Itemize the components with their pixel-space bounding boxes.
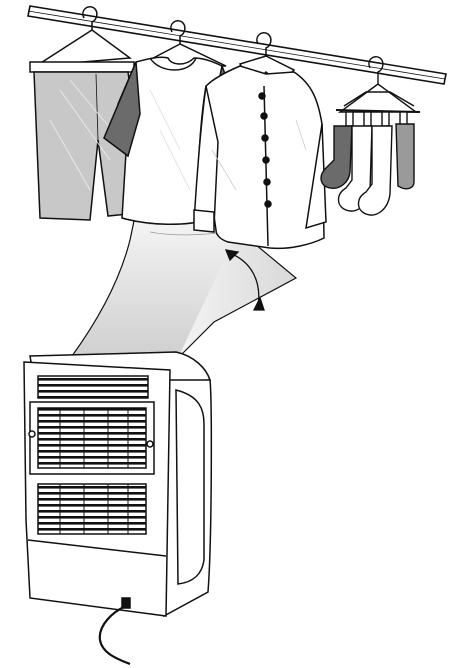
dehumidifier-icon	[24, 352, 211, 616]
power-cord-icon	[100, 606, 130, 664]
socks-on-clip-hanger-icon	[321, 57, 420, 215]
